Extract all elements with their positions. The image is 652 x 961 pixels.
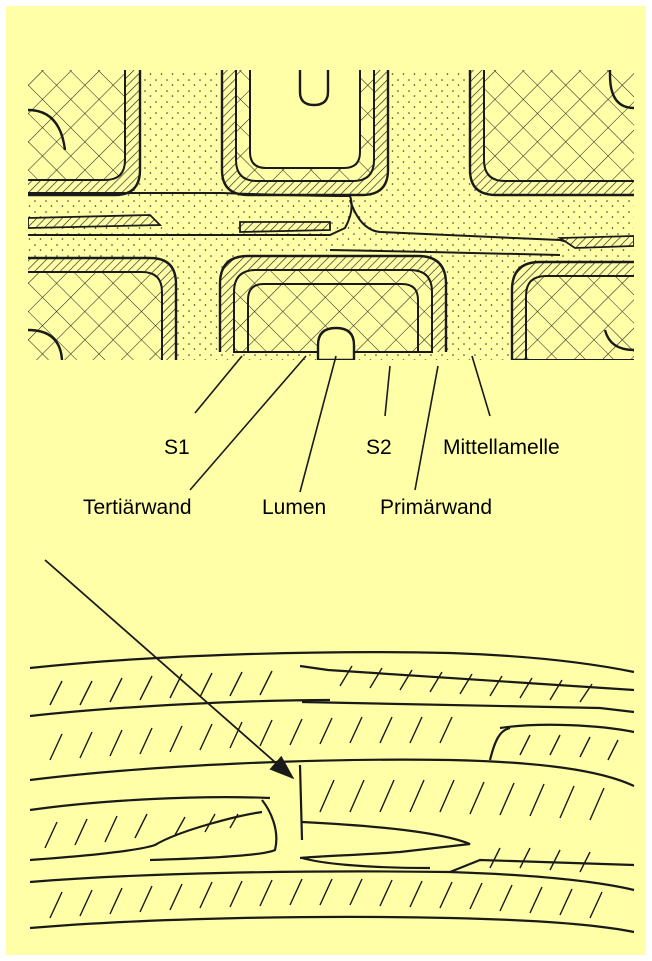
label-leaders	[190, 356, 490, 492]
label-primaerwand: Primärwand	[380, 497, 492, 518]
fibril-strokes	[45, 666, 618, 918]
label-s1: S1	[164, 437, 190, 458]
cell-top-middle	[222, 60, 388, 195]
leader-mittellamelle	[472, 356, 490, 416]
leader-primaerwand	[415, 366, 438, 490]
cell-bottom-left	[0, 258, 176, 420]
leader-s1	[195, 356, 242, 413]
leader-lumen	[300, 356, 336, 492]
label-mittellamelle: Mittellamelle	[443, 437, 560, 458]
cell-top-right	[470, 60, 652, 195]
pointer-arrow	[45, 560, 293, 778]
label-tertiaerwand: Tertiärwand	[83, 497, 192, 518]
label-lumen: Lumen	[262, 497, 326, 518]
cell-bottom-middle	[220, 256, 446, 360]
leader-tertiaerwand	[190, 356, 306, 490]
cell-cross-section	[0, 60, 652, 420]
cell-top-left	[0, 60, 140, 195]
cell-bottom-right	[512, 262, 652, 360]
leader-s2	[385, 366, 390, 416]
label-s2: S2	[366, 437, 392, 458]
